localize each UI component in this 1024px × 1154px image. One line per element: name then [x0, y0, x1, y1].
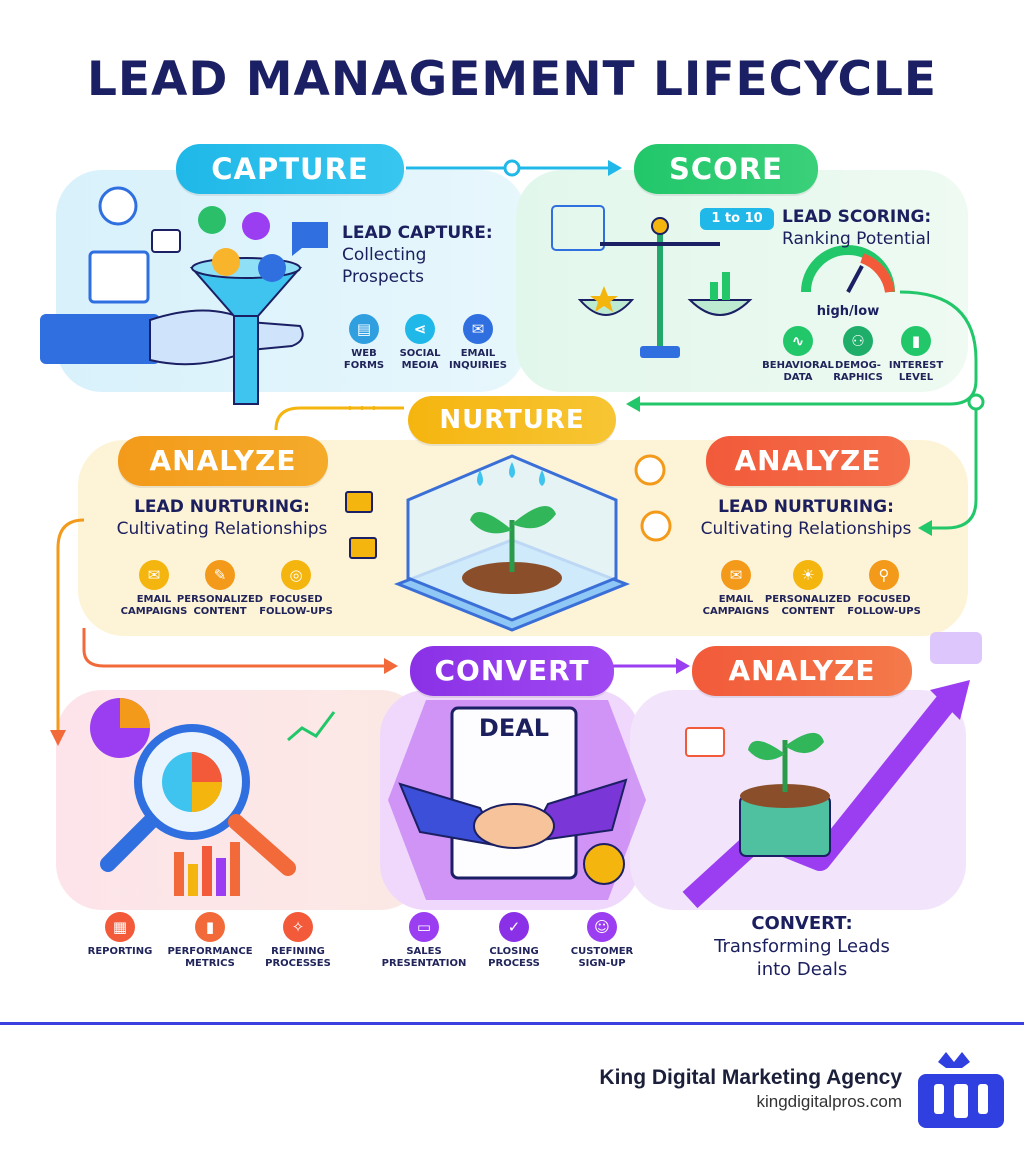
capture-feature-email-inquiries: ✉ EMAIL INQUIRIES	[432, 314, 524, 372]
report-icon: ▦	[105, 912, 135, 942]
flow-arrow-nurture-analyze	[274, 406, 404, 431]
score-feature-interest-level: ▮ INTEREST LEVEL	[870, 326, 962, 384]
convert-stage-label: CONVERT	[410, 646, 614, 696]
growth-illustration	[682, 632, 982, 909]
lightbulb-icon: ☀	[793, 560, 823, 590]
nurture-left-heading-line1: LEAD NURTURING:	[134, 497, 310, 517]
envelope-icon: ✉	[139, 560, 169, 590]
flow-arrow-score-nurture	[626, 290, 985, 412]
nurture-left-feature-followups: ◎ FOCUSED FOLLOW-UPS	[250, 560, 342, 618]
envelope-icon: ✉	[721, 560, 751, 590]
web-form-icon: ▤	[349, 314, 379, 344]
convert-feature-customer-signup: ☺ CUSTOMER SIGN-UP	[556, 912, 648, 970]
convert-feature-closing-process: ✓ CLOSING PROCESS	[468, 912, 560, 970]
flow-arrow-to-analyze	[50, 518, 85, 746]
pin-icon: ⚲	[869, 560, 899, 590]
capture-heading: LEAD CAPTURE: Collecting Prospects	[342, 222, 493, 288]
nurture-illustration	[345, 454, 672, 632]
brand-block: King Digital Marketing Agency kingdigita…	[599, 1066, 902, 1112]
behavior-graph-icon: ∿	[783, 326, 813, 356]
bar-chart-icon: ▮	[901, 326, 931, 356]
convert-illustration	[388, 700, 646, 900]
target-icon: ◎	[281, 560, 311, 590]
analyze-feature-reporting: ▦ REPORTING	[74, 912, 166, 958]
nurture-right-feature-email: ✉ EMAIL CAMPAIGNS	[690, 560, 782, 618]
nurture-right-heading-line2: Cultivating Relationships	[700, 519, 912, 539]
convert-feature-sales-presentation: ▭ SALES PRESENTATION	[378, 912, 470, 970]
nurture-left-feature-email: ✉ EMAIL CAMPAIGNS	[108, 560, 200, 618]
nurture-right-feature-followups: ⚲ FOCUSED FOLLOW-UPS	[838, 560, 930, 618]
company-name: King Digital Marketing Agency	[599, 1066, 902, 1089]
score-stage-label: SCORE	[634, 144, 818, 194]
capture-illustration	[40, 186, 328, 405]
nurture-left-analyze-label: ANALYZE	[118, 436, 328, 486]
nurture-right-feature-personalized: ☀ PERSONALIZED CONTENT	[762, 560, 854, 618]
capture-heading-line1: LEAD CAPTURE:	[342, 223, 493, 243]
outcome-heading: CONVERT: Transforming Leads into Deals	[672, 912, 932, 981]
page-title: LEAD MANAGEMENT LIFECYCLE	[86, 52, 938, 107]
flow-arrow-right-analyze	[930, 410, 978, 530]
analyze-feature-performance: ▮ PERFORMANCE METRICS	[164, 912, 256, 970]
capture-feature-web-forms: ▤ WEB FORMS	[318, 314, 410, 372]
flow-arrow-convert-analyze	[612, 658, 690, 674]
presentation-icon: ▭	[409, 912, 439, 942]
score-feature-demographics: ⚇ DEMOG- RAPHICS	[812, 326, 904, 384]
nurture-left-heading-line2: Cultivating Relationships	[116, 519, 328, 539]
score-range-badge: 1 to 10	[711, 211, 763, 226]
user-icon: ☺	[587, 912, 617, 942]
nurture-right-heading-line1: LEAD NURTURING:	[718, 497, 894, 517]
analyze-illustration	[90, 698, 336, 896]
nurture-right-analyze-label: ANALYZE	[706, 436, 910, 486]
edit-icon: ✎	[205, 560, 235, 590]
capture-heading-line2: Collecting	[342, 245, 427, 265]
score-heading-line1: LEAD SCORING:	[782, 207, 932, 227]
score-heading: LEAD SCORING: Ranking Potential	[782, 206, 931, 250]
flow-arrow-to-convert	[82, 628, 398, 674]
analyze-stage-label: ANALYZE	[692, 646, 912, 696]
check-circle-icon: ✓	[499, 912, 529, 942]
outcome-heading-line3: into Deals	[756, 959, 848, 980]
capture-stage-label: CAPTURE	[176, 144, 404, 194]
score-gauge-label: high/low	[816, 304, 880, 319]
outcome-heading-line1: CONVERT:	[751, 913, 853, 934]
share-icon: ⋖	[405, 314, 435, 344]
score-feature-behavioral-data: ∿ BEHAVIORAL DATA	[752, 326, 844, 384]
outcome-heading-line2: Transforming Leads	[714, 936, 890, 957]
company-url: kingdigitalpros.com	[756, 1092, 902, 1111]
metrics-icon: ▮	[195, 912, 225, 942]
nurture-left-heading: LEAD NURTURING: Cultivating Relationship…	[96, 496, 348, 540]
score-illustration	[551, 205, 895, 358]
nurture-right-heading: LEAD NURTURING: Cultivating Relationship…	[680, 496, 932, 540]
flow-arrow-capture-score	[406, 159, 622, 177]
tools-icon: ✧	[283, 912, 313, 942]
analyze-feature-refining: ✧ REFINING PROCESSES	[252, 912, 344, 970]
envelope-icon: ✉	[463, 314, 493, 344]
footer-divider	[0, 1022, 1024, 1025]
nurture-left-feature-personalized: ✎ PERSONALIZED CONTENT	[174, 560, 266, 618]
capture-heading-line3: Prospects	[342, 267, 424, 287]
deal-text: DEAL	[478, 714, 550, 742]
score-heading-line2: Ranking Potential	[782, 229, 931, 249]
people-icon: ⚇	[843, 326, 873, 356]
nurture-stage-label: NURTURE	[408, 396, 616, 444]
capture-feature-social-media: ⋖ SOCIAL MEOIA	[374, 314, 466, 372]
